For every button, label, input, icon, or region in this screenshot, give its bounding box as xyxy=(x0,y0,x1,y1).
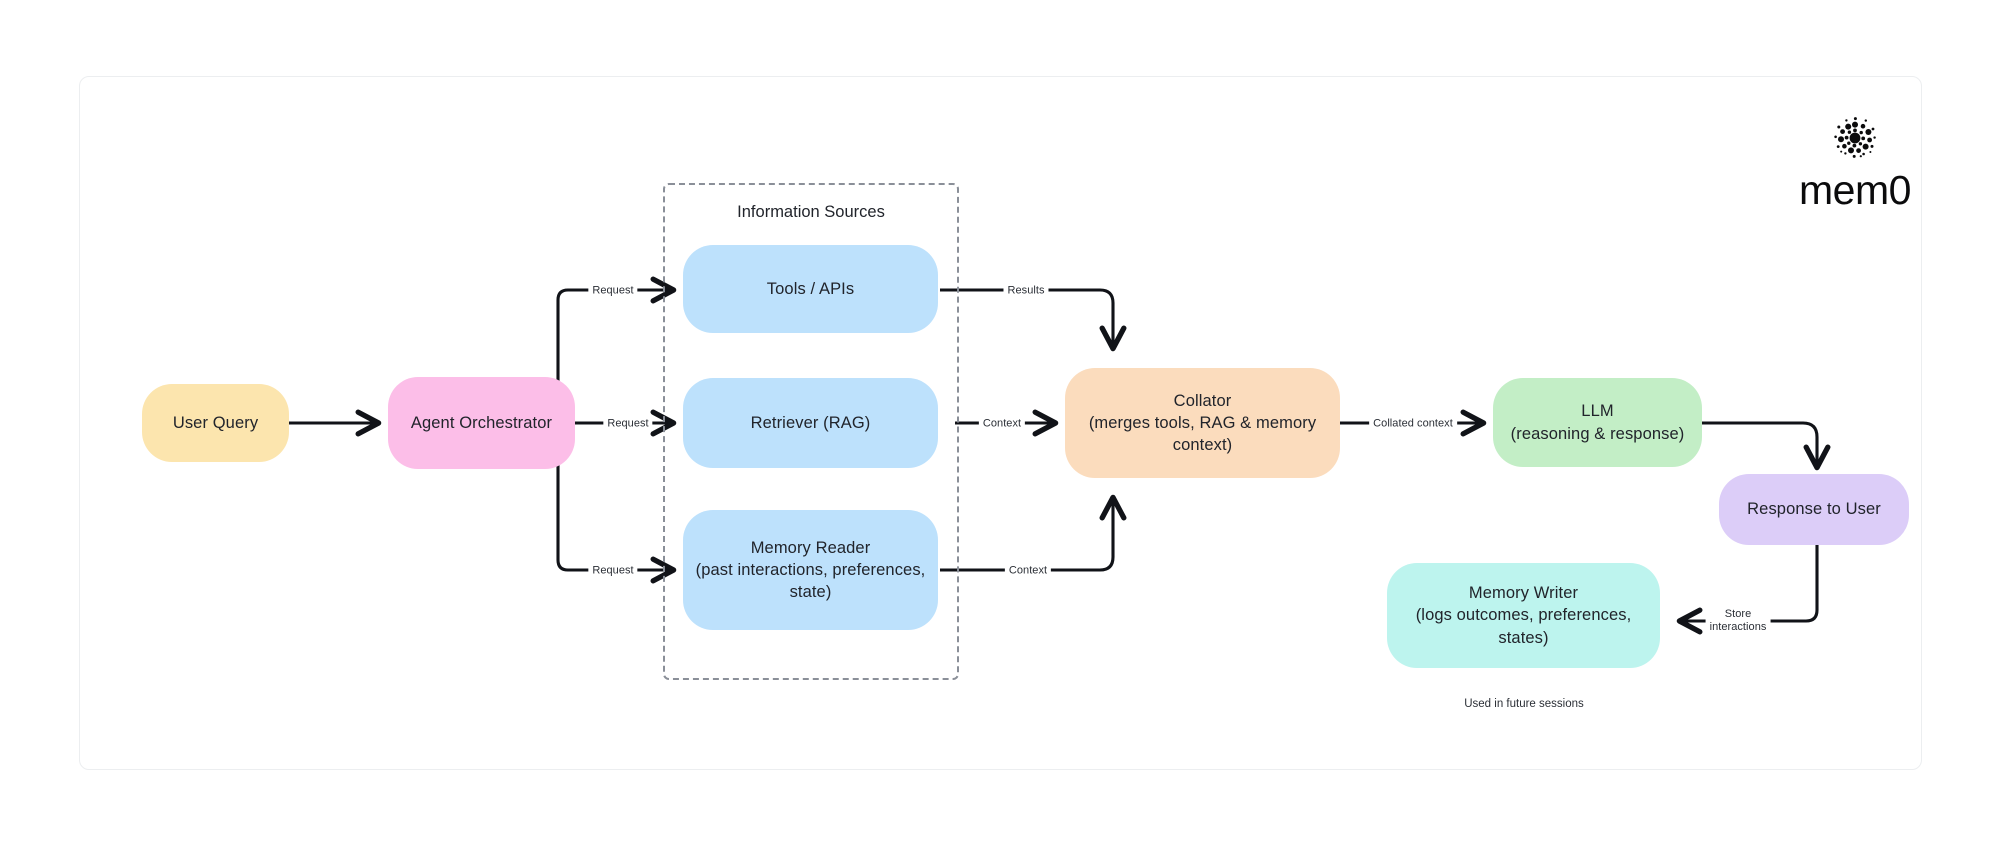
mem0-dot-burst-icon xyxy=(1834,117,1876,158)
node-collator[interactable]: Collator(merges tools, RAG & memory cont… xyxy=(1065,368,1340,478)
edge-label-collator-to-llm: Collated context xyxy=(1369,416,1457,432)
node-llm[interactable]: LLM(reasoning & response) xyxy=(1493,378,1702,467)
node-llm-label: LLM(reasoning & response) xyxy=(1510,402,1685,443)
edge-label-memory-reader-to-collator: Context xyxy=(1004,563,1052,579)
brand-wordmark: mem0 xyxy=(1799,167,1911,213)
edge-label-agent-to-tools: Request xyxy=(588,283,638,299)
information-sources-title: Information Sources xyxy=(737,203,885,221)
edge-label-agent-to-memory-reader: Request xyxy=(588,563,638,579)
node-response-to-user[interactable]: Response to User xyxy=(1719,474,1909,545)
node-memory-writer[interactable]: Memory Writer(logs outcomes, preferences… xyxy=(1387,563,1660,668)
edge-label-retriever-to-collator: Context xyxy=(978,416,1026,432)
node-retriever-rag[interactable]: Retriever (RAG) xyxy=(683,378,938,468)
node-agent-orchestrator-label: Agent Orchestrator xyxy=(410,413,553,432)
node-collator-label: Collator(merges tools, RAG & memory cont… xyxy=(1088,391,1317,455)
node-response-to-user-label: Response to User xyxy=(1747,500,1881,519)
edge-label-tools-to-collator: Results xyxy=(1003,283,1049,299)
node-user-query[interactable]: User Query xyxy=(142,384,289,462)
node-retriever-rag-label: Retriever (RAG) xyxy=(750,413,871,432)
note-used-in-future-sessions: Used in future sessions xyxy=(1464,698,1584,710)
node-tools-apis[interactable]: Tools / APIs xyxy=(683,245,938,333)
edge-label-agent-to-retriever: Request xyxy=(603,416,653,432)
node-memory-reader-label: Memory Reader(past interactions, prefere… xyxy=(695,538,926,602)
node-agent-orchestrator[interactable]: Agent Orchestrator xyxy=(388,377,575,469)
node-tools-apis-label: Tools / APIs xyxy=(766,279,855,298)
information-sources-group: Information Sources xyxy=(663,183,959,680)
node-memory-writer-label: Memory Writer(logs outcomes, preferences… xyxy=(1415,584,1632,647)
node-user-query-label: User Query xyxy=(172,413,259,432)
node-memory-reader[interactable]: Memory Reader(past interactions, prefere… xyxy=(683,510,938,630)
brand-logo: mem0 xyxy=(1785,112,1925,211)
